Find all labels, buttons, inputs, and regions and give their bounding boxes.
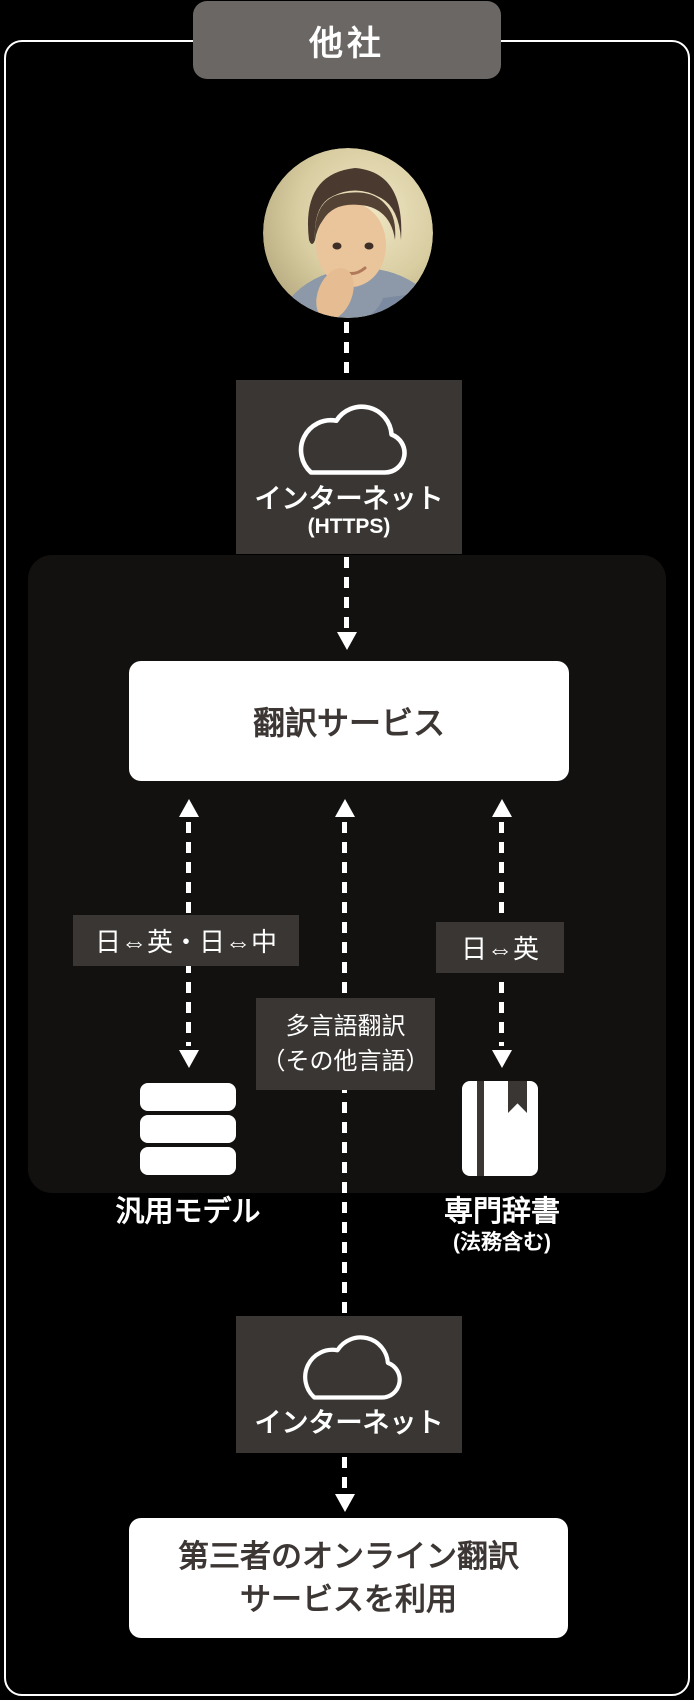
- stack-bar: [140, 1147, 236, 1175]
- bookmark-ribbon: [508, 1081, 527, 1113]
- company-label-text: 他社: [309, 24, 385, 63]
- company-label: 他社: [193, 1, 501, 79]
- arrowhead-up-left: [179, 799, 199, 817]
- edge-label-center: 多言語翻訳 （その他言語）: [256, 998, 435, 1090]
- model-stack-icon: [140, 1083, 236, 1175]
- cloud-icon: [298, 404, 407, 475]
- arrowhead-up-center: [335, 799, 355, 817]
- edge-label-left: 日⇔英・日⇔中: [73, 915, 299, 966]
- stack-bar: [140, 1083, 236, 1111]
- arrowhead-down-service: [337, 632, 357, 650]
- dictionary-label: 専門辞書: [443, 1196, 560, 1228]
- edge-label-left-text: 日⇔英・日⇔中: [94, 927, 277, 957]
- internet-top-title: インターネット: [254, 484, 444, 514]
- user-avatar: [263, 148, 433, 318]
- internet-top-protocol: (HTTPS): [307, 515, 391, 538]
- edge-label-right: 日⇔英: [436, 922, 564, 973]
- internet-bottom-title: インターネット: [254, 1408, 444, 1438]
- internet-box-top: インターネット (HTTPS): [236, 380, 462, 554]
- stack-bar: [140, 1115, 236, 1143]
- translation-service-label: 翻訳サービス: [252, 705, 445, 741]
- cloud-icon: [303, 1335, 402, 1400]
- edge-label-center-line1: 多言語翻訳: [285, 1013, 406, 1040]
- book-spine: [477, 1081, 484, 1176]
- dictionary-note: (法務含む): [453, 1231, 551, 1254]
- edge-label-right-text: 日⇔英: [460, 934, 539, 964]
- general-model-label: 汎用モデル: [115, 1196, 261, 1228]
- edge-label-center-line2: （その他言語）: [261, 1048, 430, 1075]
- person-photo-icon: [263, 148, 433, 318]
- internet-box-bottom: インターネット: [236, 1316, 462, 1453]
- dashed-line-internet-to-service: [344, 557, 349, 631]
- arrowhead-up-right: [492, 799, 512, 817]
- book-icon: [462, 1081, 538, 1176]
- translation-service-box: 翻訳サービス: [129, 661, 569, 781]
- third-party-line2: サービスを利用: [240, 1582, 457, 1617]
- inner-panel: [28, 555, 666, 1193]
- third-party-box: 第三者のオンライン翻訳 サービスを利用: [129, 1518, 568, 1638]
- third-party-line1: 第三者のオンライン翻訳: [178, 1539, 519, 1574]
- dashed-line-to-thirdparty: [342, 1457, 347, 1495]
- arrowhead-down-thirdparty: [335, 1494, 355, 1512]
- dashed-line-user-to-internet: [344, 322, 349, 376]
- arrowhead-down-right: [492, 1050, 512, 1068]
- arrowhead-down-left: [179, 1050, 199, 1068]
